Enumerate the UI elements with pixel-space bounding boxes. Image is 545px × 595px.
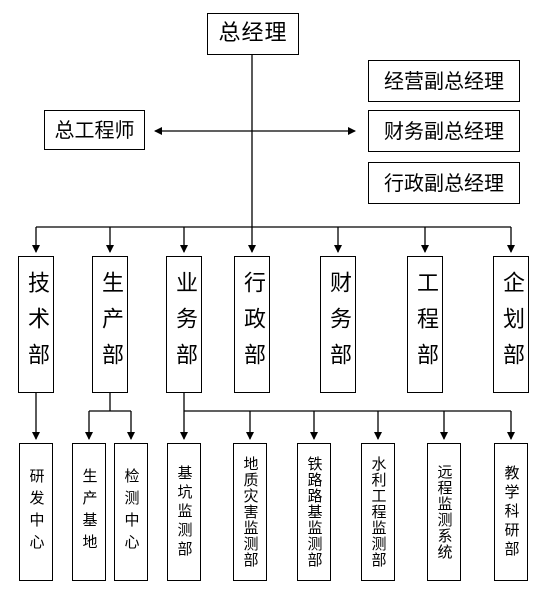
department-box-finance: 财务部 — [320, 256, 356, 393]
department-box-technology: 技术部 — [18, 256, 54, 393]
sub-unit-box-teaching-research: 教学科研部 — [494, 443, 528, 581]
chief-engineer-box: 总工程师 — [44, 110, 145, 150]
department-box-business: 业务部 — [166, 256, 202, 393]
department-box-engineering: 工程部 — [407, 256, 443, 393]
sub-unit-label: 教学科研部 — [502, 464, 521, 560]
sub-unit-label: 检测中心 — [122, 468, 141, 556]
sub-unit-label: 研发中心 — [27, 468, 46, 556]
sub-unit-box-geological-hazard: 地质灾害监测部 — [233, 443, 267, 581]
vice-gm-finance-box: 财务副总经理 — [368, 110, 520, 152]
department-box-administration: 行政部 — [234, 256, 270, 393]
sub-unit-box-foundation-pit: 基坑监测部 — [167, 443, 201, 581]
vice-gm-label: 财务副总经理 — [384, 119, 504, 143]
department-box-production: 生产部 — [92, 256, 128, 393]
vice-gm-administration-box: 行政副总经理 — [368, 162, 520, 204]
department-label: 财务部 — [326, 270, 351, 379]
vice-gm-label: 行政副总经理 — [384, 171, 504, 195]
department-label: 企划部 — [499, 270, 524, 379]
vice-gm-label: 经营副总经理 — [384, 69, 504, 93]
sub-unit-box-production-base: 生产基地 — [72, 443, 106, 581]
sub-unit-box-railway-subgrade: 铁路路基监测部 — [297, 443, 331, 581]
sub-unit-label: 水利工程监测部 — [369, 456, 388, 568]
sub-unit-label: 铁路路基监测部 — [305, 456, 324, 568]
sub-unit-box-remote-monitoring: 远程监测系统 — [427, 443, 461, 581]
vice-gm-operations-box: 经营副总经理 — [368, 60, 520, 102]
sub-unit-label: 远程监测系统 — [435, 464, 454, 560]
sub-unit-box-testing-center: 检测中心 — [114, 443, 148, 581]
sub-unit-box-water-conservancy: 水利工程监测部 — [361, 443, 395, 581]
sub-unit-box-rd-center: 研发中心 — [19, 443, 53, 581]
department-label: 工程部 — [413, 270, 438, 379]
department-label: 行政部 — [240, 270, 265, 379]
sub-unit-label: 生产基地 — [80, 468, 99, 556]
general-manager-box: 总经理 — [207, 13, 299, 55]
general-manager-label: 总经理 — [218, 21, 288, 46]
sub-unit-label: 地质灾害监测部 — [241, 456, 260, 568]
sub-unit-label: 基坑监测部 — [175, 464, 194, 560]
department-label: 生产部 — [98, 270, 123, 379]
department-label: 业务部 — [172, 270, 197, 379]
department-label: 技术部 — [24, 270, 49, 379]
department-box-planning: 企划部 — [493, 256, 529, 393]
chief-engineer-label: 总工程师 — [54, 118, 135, 142]
